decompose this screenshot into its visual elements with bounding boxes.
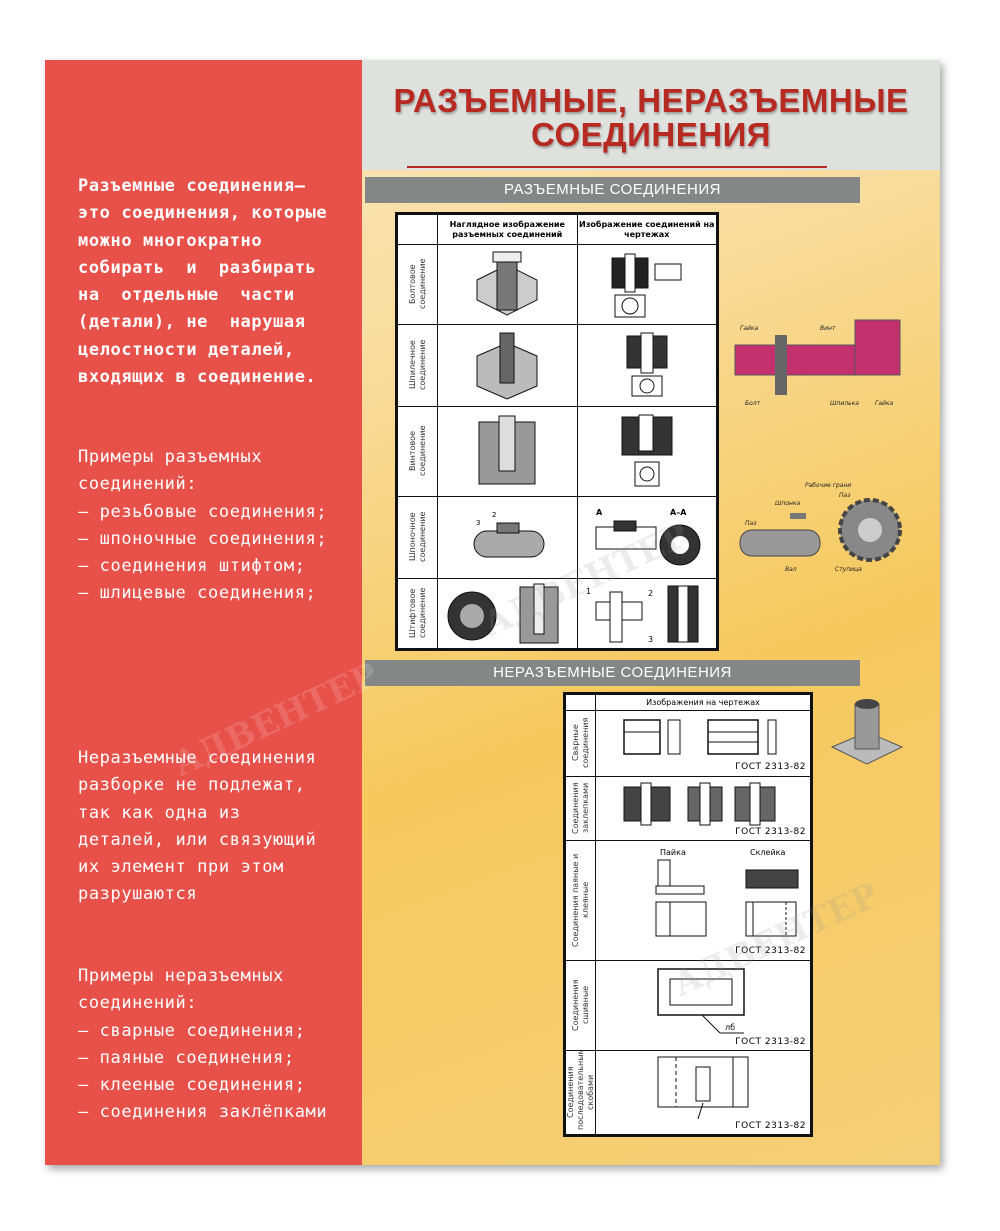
key-joint-image: 32 — [473, 511, 545, 557]
stud-joint-image — [476, 332, 538, 400]
row-label: Соединения сшивные — [570, 978, 590, 1031]
svg-text:Шпонка: Шпонка — [775, 500, 801, 507]
row-label: Соединения последовательными скобами — [566, 1050, 595, 1130]
poster: АДВЕНТЕР РАЗЪЕМНЫЕ, НЕРАЗЪЕМНЫЕ СОЕДИНЕН… — [45, 60, 940, 1165]
svg-text:Паз: Паз — [745, 520, 756, 527]
stud-joint-drawing — [626, 332, 668, 396]
pin-joint-drawing: 1 2 3 — [586, 585, 699, 644]
section-bar-permanent: НЕРАЗЪЕМНЫЕ СОЕДИНЕНИЯ — [365, 660, 860, 686]
svg-text:А: А — [596, 508, 603, 517]
row-label: Соединения заклепками — [570, 781, 590, 834]
rivet-drawing — [623, 782, 776, 826]
weld-drawing — [623, 719, 777, 755]
svg-text:Винт: Винт — [820, 325, 836, 332]
permanent-table: Изображения на чертежах Сварные соединен… — [563, 692, 813, 1137]
svg-text:3: 3 — [476, 519, 480, 527]
svg-text:Шпилька: Шпилька — [830, 400, 859, 407]
section-bar-detachable: РАЗЪЕМНЫЕ СОЕДИНЕНИЯ — [365, 177, 860, 203]
gost-label: ГОСТ 2313-82 — [735, 827, 806, 837]
page-title: РАЗЪЕМНЫЕ, НЕРАЗЪЕМНЫЕ СОЕДИНЕНИЯ — [362, 84, 940, 152]
title-line-1: РАЗЪЕМНЫЕ, НЕРАЗЪЕМНЫЕ — [393, 82, 909, 119]
svg-text:Ступица: Ступица — [835, 566, 862, 573]
gost-label: ГОСТ 2313-82 — [735, 762, 806, 772]
detachable-table: Наглядное изображение разъемных соединен… — [395, 212, 719, 651]
definition-detachable: Разъемные соединения– это соединения, ко… — [78, 176, 328, 388]
svg-text:3: 3 — [648, 635, 653, 644]
svg-text:Болт: Болт — [745, 400, 761, 407]
text-panel: Разъемные соединения– это соединения, ко… — [45, 60, 362, 1165]
col-header-drawings: Изображения на чертежах — [595, 694, 811, 711]
svg-text:Паз: Паз — [839, 492, 850, 499]
screw-joint-drawing — [621, 414, 673, 486]
screw-joint-image — [478, 415, 536, 484]
col-header-drawing: Изображение соединений на чертежах — [576, 214, 717, 245]
examples-detachable: Примеры разъемных соединений: – резьбовы… — [78, 447, 328, 604]
key-joint-drawing: А А–А — [595, 508, 701, 565]
stitch-drawing: лб — [657, 968, 745, 1034]
title-line-2: СОЕДИНЕНИЯ — [530, 116, 772, 153]
row-label: Соединения паяные и клеяные — [570, 852, 590, 947]
svg-text:Гайка: Гайка — [875, 400, 894, 407]
svg-text:лб: лб — [725, 1023, 735, 1032]
title-rule — [407, 166, 827, 168]
flange-part-illustration — [830, 699, 904, 765]
svg-text:2: 2 — [648, 589, 653, 598]
row-label: Шпилечное соединение — [407, 339, 427, 390]
bolt-joint-image — [476, 251, 538, 316]
solder-glue-drawing: Пайка Склейка — [655, 848, 799, 937]
row-label: Винтовое соединение — [407, 425, 427, 476]
svg-text:Пайка: Пайка — [660, 848, 686, 857]
staple-drawing — [657, 1056, 749, 1120]
vise-illustration: Гайка Винт Болт Шпилька Гайка — [734, 319, 901, 407]
svg-text:1: 1 — [586, 587, 591, 596]
pin-joint-image — [447, 583, 559, 643]
svg-text:Рабочие грани: Рабочие грани — [805, 482, 851, 489]
row-label: Шпоночное соединение — [407, 511, 427, 562]
svg-text:2: 2 — [492, 511, 496, 519]
col-header-visual: Наглядное изображение разъемных соединен… — [437, 214, 578, 245]
svg-text:А–А: А–А — [670, 508, 687, 517]
svg-text:Склейка: Склейка — [750, 848, 785, 857]
gost-label: ГОСТ 2313-82 — [735, 946, 806, 956]
title-banner: РАЗЪЕМНЫЕ, НЕРАЗЪЕМНЫЕ СОЕДИНЕНИЯ — [362, 60, 940, 170]
svg-text:Вал: Вал — [785, 566, 797, 573]
row-label: Сварные соединения — [570, 717, 590, 768]
bolt-joint-drawing — [611, 253, 682, 317]
row-label: Болтовое соединение — [407, 258, 427, 309]
gost-label: ГОСТ 2313-82 — [735, 1121, 806, 1131]
gost-label: ГОСТ 2313-82 — [735, 1037, 806, 1047]
row-label: Штифтовое соединение — [407, 587, 427, 638]
definition-permanent: Неразъемные соединения разборке не подле… — [78, 748, 317, 905]
svg-text:Гайка: Гайка — [740, 325, 759, 332]
examples-permanent: Примеры неразъемных соединений: – сварны… — [78, 966, 328, 1123]
